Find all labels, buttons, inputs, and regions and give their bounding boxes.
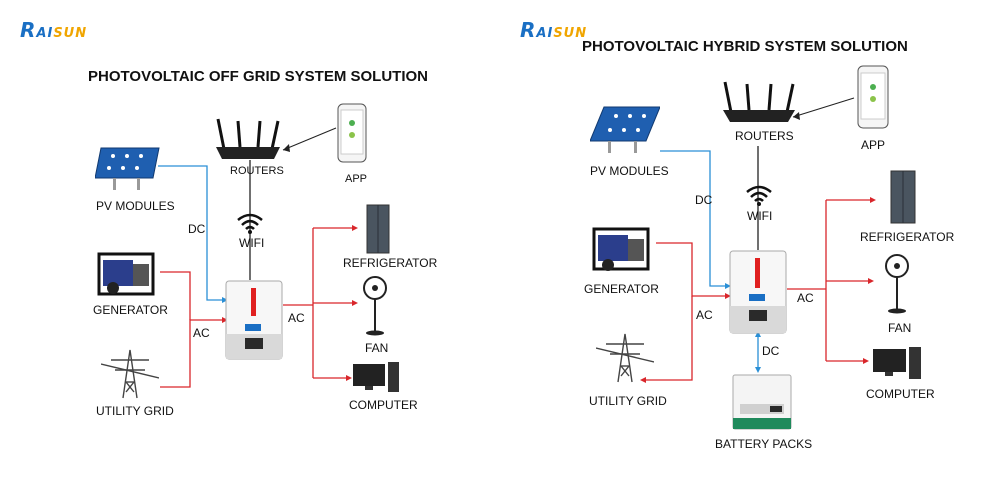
fan-label: FAN [365, 341, 389, 355]
ac-output-label: AC [288, 311, 305, 325]
battery-packs-label: BATTERY PACKS [715, 437, 813, 451]
inverter-icon [729, 250, 787, 334]
refrigerator-icon [366, 204, 390, 254]
wifi-icon [237, 213, 263, 234]
computer-label: COMPUTER [349, 398, 418, 412]
generator-label: GENERATOR [93, 303, 168, 317]
wiring [158, 127, 358, 388]
fan-label: FAN [888, 321, 912, 335]
app-label: APP [861, 138, 886, 152]
pv-modules-label: PV MODULES [590, 164, 669, 178]
raisun-logo: RAISUN [20, 18, 88, 42]
smartphone-icon [857, 65, 889, 129]
wiring [640, 97, 876, 383]
solar-panel-icon [95, 147, 160, 190]
computer-icon [873, 347, 921, 379]
diagram-title: PHOTOVOLTAIC OFF GRID SYSTEM SOLUTION [88, 68, 429, 85]
generator-label: GENERATOR [584, 282, 659, 296]
wifi-label: WIFI [747, 209, 773, 223]
utility-tower-icon [101, 349, 159, 399]
ac-input-label: AC [696, 308, 713, 322]
utility-grid-label: UTILITY GRID [589, 394, 667, 408]
computer-icon [353, 362, 399, 392]
fan-icon [363, 276, 387, 336]
battery-pack-icon [732, 374, 792, 430]
computer-label: COMPUTER [866, 387, 935, 401]
refrigerator-label: REFRIGERATOR [860, 230, 955, 244]
app-label: APP [345, 173, 368, 185]
fan-icon [885, 254, 909, 314]
off-grid-diagram: RAISUN PHOTOVOLTAIC OFF GRID SYSTEM SOLU… [20, 18, 438, 418]
utility-tower-icon [596, 333, 654, 383]
inverter-icon [225, 280, 283, 360]
refrigerator-label: REFRIGERATOR [343, 256, 438, 270]
ac-output-label: AC [797, 291, 814, 305]
pv-modules-label: PV MODULES [96, 199, 175, 213]
ac-input-label: AC [193, 326, 210, 340]
ac-in-arrow [222, 317, 228, 323]
refrigerator-icon [890, 170, 916, 224]
ac-grid-line [160, 319, 222, 388]
routers-label: ROUTERS [230, 165, 284, 177]
app-arrow [283, 144, 290, 152]
dc-label: DC [695, 193, 713, 207]
ac-gen-line [160, 271, 191, 320]
router-icon [216, 118, 280, 159]
hybrid-diagram: RAISUN PHOTOVOLTAIC HYBRID SYSTEM SOLUTI… [500, 0, 1000, 500]
wifi-label: WIFI [239, 236, 265, 250]
raisun-logo: RAISUN [520, 18, 588, 42]
diagram-title: PHOTOVOLTAIC HYBRID SYSTEM SOLUTION [582, 38, 908, 55]
routers-label: ROUTERS [735, 129, 794, 143]
dc-line [660, 150, 725, 287]
solar-panel-icon [590, 106, 660, 153]
smartphone-icon [337, 103, 367, 163]
generator-icon [97, 252, 155, 296]
wifi-icon [746, 185, 772, 206]
app-link [282, 127, 337, 151]
dc-line [158, 165, 222, 301]
generator-icon [592, 227, 650, 271]
dc-label: DC [188, 222, 206, 236]
dc-arrow [222, 297, 228, 303]
router-icon [723, 81, 795, 122]
utility-grid-label: UTILITY GRID [96, 404, 174, 418]
dc-battery-label: DC [762, 344, 780, 358]
